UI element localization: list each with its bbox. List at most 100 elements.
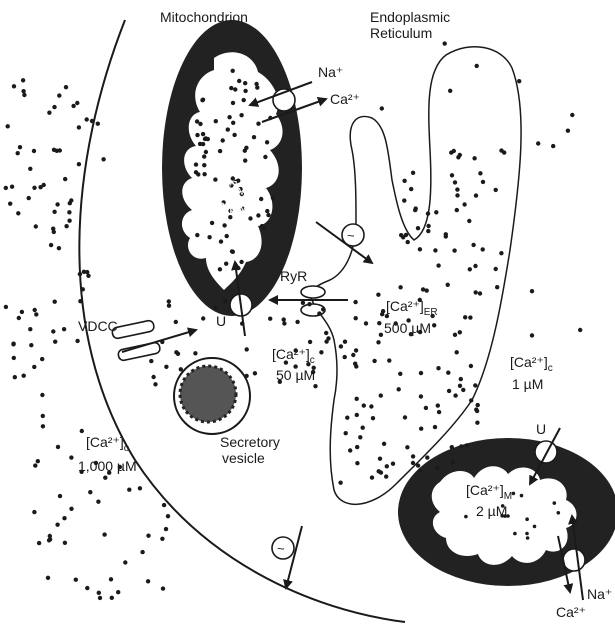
calcium-dot bbox=[71, 104, 75, 108]
calcium-dot bbox=[218, 149, 222, 153]
calcium-dot bbox=[450, 445, 454, 449]
calcium-dot bbox=[411, 461, 415, 465]
calcium-dot bbox=[324, 339, 328, 343]
calcium-dot bbox=[167, 304, 171, 308]
calcium-dot bbox=[348, 448, 352, 452]
calcium-dot bbox=[28, 167, 32, 171]
calcium-dot bbox=[452, 149, 456, 153]
calcium-dot bbox=[151, 375, 155, 379]
calcium-dot bbox=[419, 371, 423, 375]
calcium-dot bbox=[372, 359, 376, 363]
calcium-dot bbox=[453, 393, 457, 397]
calcium-dot bbox=[227, 115, 231, 119]
calcium-dot bbox=[62, 327, 66, 331]
calcium-dot bbox=[4, 305, 8, 309]
calcium-dot bbox=[127, 488, 131, 492]
calcium-dot bbox=[33, 308, 37, 312]
calcium-dot bbox=[517, 79, 521, 83]
calcium-dot bbox=[36, 459, 40, 463]
calcium-dot bbox=[161, 586, 165, 590]
calcium-dot bbox=[344, 431, 348, 435]
calcium-dot bbox=[494, 267, 498, 271]
calcium-dot bbox=[201, 132, 205, 136]
calcium-dot bbox=[450, 173, 454, 177]
calcium-dot bbox=[32, 510, 36, 514]
calcium-dot bbox=[231, 121, 235, 125]
calcium-dot bbox=[63, 541, 67, 545]
calcium-dot bbox=[67, 210, 71, 214]
calcium-dot bbox=[265, 140, 269, 144]
pm-pump-symbol: ~ bbox=[277, 541, 285, 556]
calcium-dot bbox=[207, 235, 211, 239]
calcium-dot bbox=[162, 503, 166, 507]
calcium-dot bbox=[416, 463, 420, 467]
calcium-dot bbox=[52, 210, 56, 214]
calcium-dot bbox=[229, 86, 233, 90]
calcium-dot bbox=[339, 344, 343, 348]
ryr-label: RyR bbox=[280, 268, 307, 284]
calcium-dot bbox=[355, 461, 359, 465]
calcium-dot bbox=[48, 534, 52, 538]
calcium-dot bbox=[252, 135, 256, 139]
calcium-dot bbox=[525, 517, 529, 521]
calcium-dot bbox=[237, 79, 241, 83]
calcium-dot bbox=[222, 223, 226, 227]
calcium-dot bbox=[69, 507, 73, 511]
calcium-dot bbox=[78, 299, 82, 303]
calcium-dot bbox=[248, 216, 252, 220]
calcium-dot bbox=[38, 185, 42, 189]
calcium-dot bbox=[421, 287, 425, 291]
calcium-dot bbox=[96, 122, 100, 126]
calcium-dot bbox=[85, 117, 89, 121]
calcium-dot bbox=[56, 445, 60, 449]
calcium-dot bbox=[16, 211, 20, 215]
calcium-dot bbox=[377, 321, 381, 325]
calcium-dot bbox=[102, 532, 106, 536]
calcium-dot bbox=[228, 215, 232, 219]
extracellular-concentration-label: [Ca²⁺]o bbox=[86, 434, 129, 457]
mito-bottom-concentration-value: 2 µM bbox=[476, 503, 507, 519]
calcium-dot bbox=[411, 454, 415, 458]
cyto-near-concentration-label: [Ca²⁺]c bbox=[272, 346, 315, 369]
calcium-dot bbox=[214, 119, 218, 123]
calcium-dot bbox=[520, 494, 524, 498]
calcium-dot bbox=[478, 291, 482, 295]
calcium-dot bbox=[82, 270, 86, 274]
calcium-dot bbox=[80, 429, 84, 433]
calcium-dot bbox=[419, 427, 423, 431]
calcium-dot bbox=[13, 375, 17, 379]
calcium-dot bbox=[362, 403, 366, 407]
calcium-dot bbox=[160, 537, 164, 541]
cyto-far-concentration-label: [Ca²⁺]c bbox=[510, 354, 553, 377]
calcium-dot bbox=[221, 138, 225, 142]
calcium-dot bbox=[411, 171, 415, 175]
calcium-dot bbox=[371, 416, 375, 420]
calcium-dot bbox=[436, 403, 440, 407]
calcium-dot bbox=[203, 137, 207, 141]
calcium-dot bbox=[402, 198, 406, 202]
calcium-dot bbox=[195, 133, 199, 137]
calcium-dot bbox=[378, 457, 382, 461]
calcium-dot bbox=[351, 353, 355, 357]
calcium-dot bbox=[18, 145, 22, 149]
calcium-dot bbox=[494, 188, 498, 192]
calcium-dot bbox=[75, 339, 79, 343]
calcium-dot bbox=[166, 514, 170, 518]
calcium-dot bbox=[401, 235, 405, 239]
vdcc-channel bbox=[111, 320, 160, 361]
calcium-dot bbox=[233, 87, 237, 91]
calcium-dot bbox=[109, 577, 113, 581]
calcium-dot bbox=[512, 492, 516, 496]
calcium-dot bbox=[51, 329, 55, 333]
vesicle-label-line1: Secretory bbox=[220, 434, 280, 450]
calcium-dot bbox=[20, 310, 24, 314]
er-concentration-label: [Ca²⁺]ER bbox=[386, 298, 438, 321]
calcium-dot bbox=[266, 213, 270, 217]
calcium-dot bbox=[446, 371, 450, 375]
calcium-dot bbox=[239, 260, 243, 264]
calcium-dot bbox=[502, 150, 506, 154]
calcium-dot bbox=[81, 287, 85, 291]
calcium-dot bbox=[379, 333, 383, 337]
calcium-dot bbox=[22, 374, 26, 378]
